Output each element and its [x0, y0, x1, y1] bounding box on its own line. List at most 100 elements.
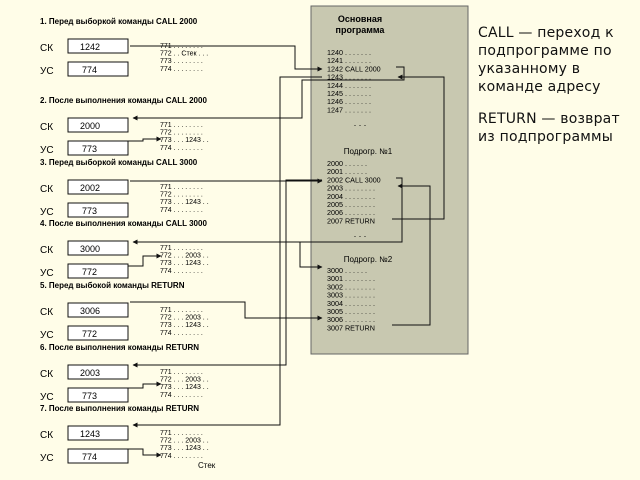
sp-register: [67, 387, 129, 403]
connector-sub1-return-to-1243: [392, 74, 445, 220]
subprogram2-title: Подрогр. №2: [344, 255, 393, 264]
pc-value: 2000: [80, 121, 100, 131]
main-program-line: 1243 . . . . . . .: [327, 73, 371, 82]
sp-register: [67, 325, 129, 341]
subprogram2-line: 3001 . . . . . . . .: [327, 274, 375, 283]
step-title: 3. Перед выборкой команды CALL 3000: [40, 158, 198, 167]
sp-label: УС: [40, 392, 54, 403]
stack-cell: 774 . . . . . . . .: [160, 145, 203, 152]
subprogram2-line: 3003 . . . . . . . .: [327, 291, 375, 300]
sp-value: 774: [82, 452, 97, 462]
connector-call2000-to-pc2: [132, 66, 405, 121]
stack-cell: 771 . . . . . . . .: [160, 245, 203, 252]
pc-register: [67, 179, 129, 195]
stack-cell: 772 . . . 2003 . .: [160, 315, 209, 322]
stack-cell: 772 . . . 2003 . .: [160, 377, 209, 384]
main-program-line: 1240 . . . . . . .: [327, 48, 371, 57]
step-title: 6. После выполнения команды RETURN: [40, 343, 199, 352]
main-program-line: 1244 . . . . . . .: [327, 81, 371, 90]
pc-label: СК: [40, 184, 53, 195]
connector-sp7-to-stack: [128, 448, 162, 458]
connector-sp6-to-stack: [128, 381, 162, 389]
sp-label: УС: [40, 330, 54, 341]
connector-return-to-pc6: [132, 179, 322, 368]
connector-pc1-to-call2000: [130, 45, 323, 72]
stack-cell: 771 . . . . . . . .: [160, 184, 203, 191]
stack-cell: 772 . . Стек . . .: [160, 51, 208, 58]
subprogram2-line: 3002 . . . . . . . .: [327, 282, 375, 291]
main-program-line: 1247 . . . . . . .: [327, 105, 371, 114]
stack-cell: 773 . . . 1243 . .: [160, 260, 209, 267]
pc-label: СК: [40, 245, 53, 256]
stack-cell: 774 . . . . . . . .: [160, 207, 203, 214]
pc-register: [67, 117, 129, 133]
main-program-line: 1245 . . . . . . .: [327, 89, 371, 98]
subprogram1-line: 2003 . . . . . . . .: [327, 184, 375, 193]
subprogram1-line: 2007 RETURN: [327, 216, 375, 225]
pc-value: 3000: [80, 244, 100, 254]
subprogram1-line: 2005 . . . . . . . .: [327, 200, 375, 209]
step-7: 7. После выполнения команды RETURN СК 1243…: [40, 404, 209, 464]
sp-register: [67, 263, 129, 279]
step-title: 5. Перед выбокой команды RETURN: [40, 281, 185, 290]
stack-label: Стек: [198, 461, 216, 470]
main-program-line: 1242 CALL 2000: [327, 64, 381, 73]
stack-cell: 772 . . . . . . . .: [160, 192, 203, 199]
sp-label: УС: [40, 207, 54, 218]
subprogram1-ellipsis: . . .: [354, 229, 367, 239]
pc-register: [67, 240, 129, 256]
connector-sp2-to-stack: [128, 136, 162, 142]
stack-cell: 771 . . . . . . . .: [160, 122, 203, 129]
subprogram2-line: 3004 . . . . . . . .: [327, 299, 375, 308]
sp-value: 773: [82, 391, 97, 401]
pc-value: 2003: [80, 368, 100, 378]
pc-value: 3006: [80, 306, 100, 316]
stack-cell: 774 . . . . . . . .: [160, 66, 203, 73]
sp-register: [67, 448, 129, 464]
pc-register: [67, 38, 129, 54]
stack-cell: 773 . . . 1243 . .: [160, 137, 209, 144]
stack-cell: 773 . . . 1243 . .: [160, 322, 209, 329]
main-program-line: 1246 . . . . . . .: [327, 97, 371, 106]
step-title: 1. Перед выборкой команды CALL 2000: [40, 17, 198, 26]
subprogram1-line: 2004 . . . . . . . .: [327, 192, 375, 201]
connectors-layer: [128, 45, 445, 458]
pc-register: [67, 364, 129, 380]
sp-value: 774: [82, 65, 97, 75]
pc-label: СК: [40, 430, 53, 441]
stack-cell: 772 . . . . . . . .: [160, 130, 203, 137]
subprogram1-line: 2006 . . . . . . . .: [327, 208, 375, 217]
subprogram1-line: 2000 . . . . . .: [327, 159, 367, 168]
sp-label: УС: [40, 453, 54, 464]
step-title: 7. После выполнения команды RETURN: [40, 404, 199, 413]
pc-label: СК: [40, 307, 53, 318]
step-6: 6. После выполнения команды RETURN СК 2003…: [40, 343, 209, 403]
connector-return-to-pc7: [132, 76, 322, 428]
pc-label: СК: [40, 122, 53, 133]
stack-cell: 771 . . . . . . . .: [160, 430, 203, 437]
step-title: 4. После выполнения команды CALL 3000: [40, 219, 207, 228]
stack-cell: 771 . . . . . . . .: [160, 369, 203, 376]
program-panel: [310, 5, 469, 355]
stack-cell: 772 . . . 2003 . .: [160, 253, 209, 260]
subprogram1-line: 2002 CALL 3000: [327, 175, 381, 184]
sp-value: 773: [82, 144, 97, 154]
note-call: CALL — переход к подпрограмме по указанн…: [478, 25, 614, 95]
stack-cell: 774 . . . . . . . .: [160, 330, 203, 337]
pc-label: СК: [40, 369, 53, 380]
pc-register: [67, 425, 129, 441]
sp-register: [67, 61, 129, 77]
pc-value: 1243: [80, 429, 100, 439]
sp-register: [67, 202, 129, 218]
sp-label: УС: [40, 145, 54, 156]
subprogram2-line: 3005 . . . . . . . .: [327, 307, 375, 316]
subprogram2-line: 3007 RETURN: [327, 323, 375, 332]
stack-cell: 773 . . . 1243 . .: [160, 445, 209, 452]
subprogram2-line: 3006 . . . . . . . .: [327, 315, 375, 324]
